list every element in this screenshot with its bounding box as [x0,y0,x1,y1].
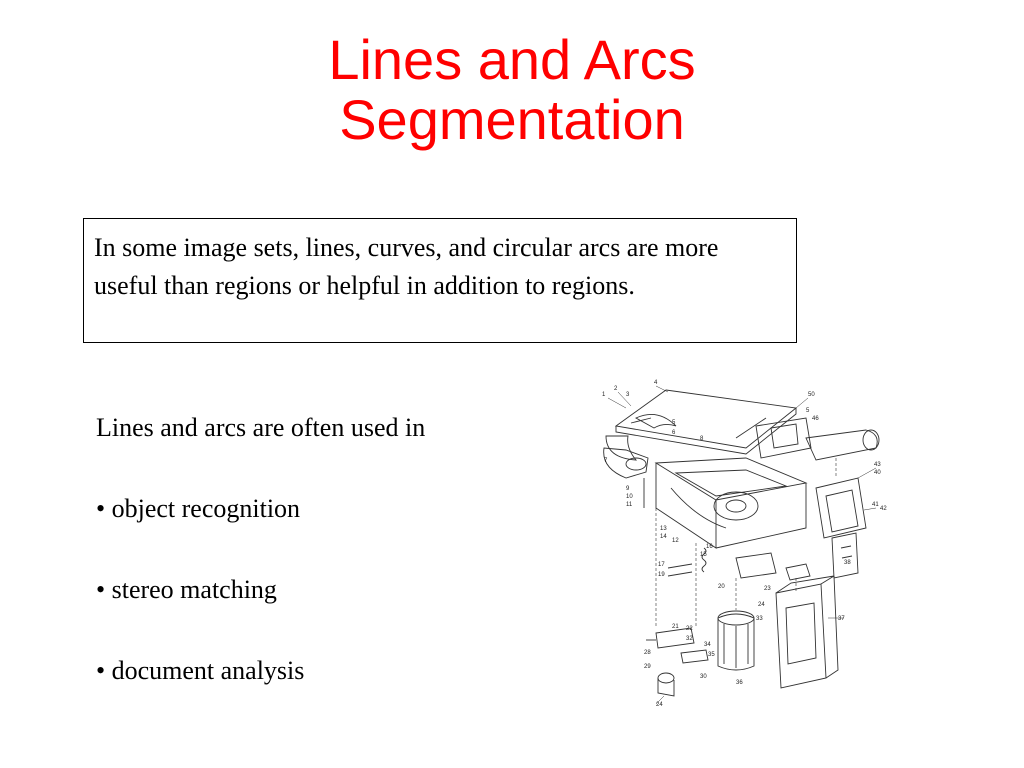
svg-text:29: 29 [644,664,651,670]
svg-text:36: 36 [736,680,743,686]
svg-text:46: 46 [812,416,819,422]
svg-text:30: 30 [700,674,707,680]
svg-text:35: 35 [708,652,715,658]
svg-text:42: 42 [880,506,887,512]
svg-text:40: 40 [874,470,881,476]
svg-text:11: 11 [626,502,633,508]
lead-sentence: Lines and arcs are often used in [96,413,426,442]
svg-text:5: 5 [806,408,810,414]
svg-text:37: 37 [838,616,845,622]
title-line-1: Lines and Arcs [328,28,696,91]
bullet-document-analysis: • document analysis [96,656,305,685]
svg-text:12: 12 [672,538,679,544]
svg-text:13: 13 [660,526,667,532]
intro-text-box: In some image sets, lines, curves, and c… [83,218,797,343]
svg-text:1: 1 [602,392,606,398]
svg-text:6: 6 [672,430,676,436]
svg-text:41: 41 [872,502,879,508]
svg-text:38: 38 [844,560,851,566]
svg-text:9: 9 [626,486,630,492]
slide-title: Lines and Arcs Segmentation [0,30,1024,150]
svg-text:22: 22 [686,626,693,632]
svg-text:5: 5 [672,420,676,426]
svg-text:16: 16 [706,544,713,550]
svg-text:3: 3 [626,392,630,398]
svg-text:2: 2 [614,386,618,392]
svg-text:24: 24 [656,702,663,708]
svg-text:8: 8 [700,436,704,442]
svg-text:50: 50 [808,392,815,398]
svg-text:14: 14 [660,534,667,540]
svg-text:21: 21 [672,624,679,630]
svg-text:23: 23 [764,586,771,592]
exploded-parts-diagram: 1 2 3 4 50 5 46 5 6 8 7 9 10 11 13 14 12… [596,378,896,708]
svg-text:19: 19 [658,572,665,578]
svg-text:4: 4 [654,380,658,386]
bullet-stereo-matching: • stereo matching [96,575,277,604]
svg-text:20: 20 [718,584,725,590]
bullet-object-recognition: • object recognition [96,494,301,523]
svg-text:15: 15 [700,552,707,558]
title-line-2: Segmentation [339,88,685,151]
svg-text:24: 24 [758,602,765,608]
svg-text:17: 17 [658,562,665,568]
body-text: Lines and arcs are often used in • objec… [96,408,576,691]
svg-text:7: 7 [604,458,608,464]
svg-text:32: 32 [686,636,693,642]
svg-text:10: 10 [626,494,633,500]
svg-text:33: 33 [756,616,763,622]
svg-text:34: 34 [704,642,711,648]
svg-text:28: 28 [644,650,651,656]
svg-text:43: 43 [874,462,881,468]
